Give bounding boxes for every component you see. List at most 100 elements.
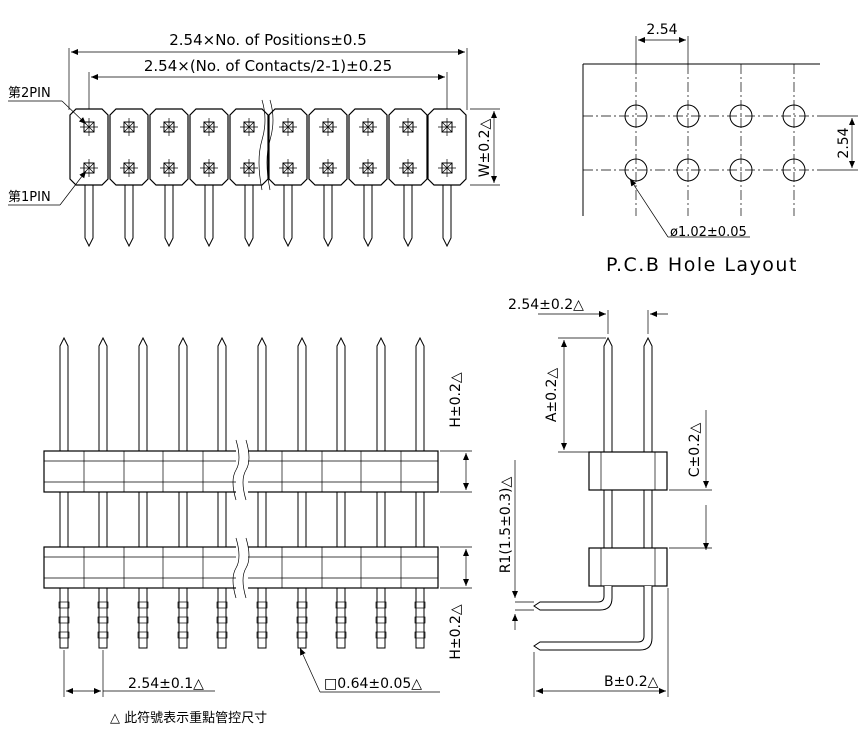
pin-cross-section	[137, 601, 149, 609]
pcb-hole	[676, 104, 700, 128]
front-pin	[59, 336, 69, 452]
pin-cross-section	[375, 601, 387, 609]
a-dim-label: A±0.2△	[544, 368, 560, 423]
hole-leader	[629, 178, 669, 238]
top-housing	[268, 108, 308, 186]
front-pin-tail	[415, 587, 425, 649]
top-pin-tail	[124, 185, 134, 248]
pin-cross-section	[414, 631, 426, 639]
pcb-hole	[782, 158, 806, 182]
top-housing	[388, 108, 428, 186]
pin-cross-section	[414, 601, 426, 609]
pin-cross-section	[97, 601, 109, 609]
pcb-pitch-side-label: 2.54	[836, 127, 852, 158]
control-dimension-note: △ 此符號表示重點管控尺寸	[110, 710, 267, 726]
pin-cross-section	[256, 616, 268, 624]
break-mark	[242, 439, 250, 501]
pin-cross-section	[58, 601, 70, 609]
top-pin-tail	[204, 185, 214, 248]
top-housing	[427, 108, 467, 186]
front-pin-tail	[297, 587, 307, 649]
top-housing	[189, 108, 229, 186]
top-housings	[69, 99, 467, 248]
pcb-holes	[583, 64, 822, 216]
top-housing	[149, 108, 189, 186]
front-view: H±0.2△ H±0.2△ 2.54±0.1△ □0.64±0.05△	[43, 336, 472, 697]
front-pin	[217, 336, 227, 452]
pin-cross-section	[335, 631, 347, 639]
pin-cross-section	[177, 631, 189, 639]
pin-cross-section	[414, 616, 426, 624]
b-dim-label: B±0.2△	[604, 674, 659, 690]
hole-dim-label: ø1.02±0.05	[670, 225, 747, 240]
front-pin-tail	[217, 587, 227, 649]
h-top-label: H±0.2△	[448, 372, 464, 428]
front-pin	[376, 336, 386, 452]
pin1-label: 第1PIN	[8, 190, 51, 205]
front-pin-tail	[178, 587, 188, 649]
pin-cross-section	[375, 616, 387, 624]
positions-dim-label: 2.54×No. of Positions±0.5	[169, 31, 367, 49]
pcb-hole	[729, 104, 753, 128]
top-pin-tail	[164, 185, 174, 248]
break-gap	[236, 546, 248, 592]
front-pin-tail	[98, 587, 108, 649]
front-pin-tail	[59, 587, 69, 649]
h-bottom-label: H±0.2△	[448, 604, 464, 660]
square-pin-leader	[299, 647, 321, 693]
front-pin-tail	[138, 587, 148, 649]
c-dim-label: C±0.2△	[687, 423, 703, 478]
side-lower-housing	[588, 547, 668, 587]
side-pitch-label: 2.54±0.2△	[508, 297, 584, 313]
pin-cross-section	[335, 601, 347, 609]
side-pin-front	[643, 336, 653, 452]
top-pin-tail	[323, 185, 333, 248]
top-pin-tail	[283, 185, 293, 248]
side-upper-housing	[588, 451, 668, 491]
pin-cross-section	[335, 616, 347, 624]
pcb-pitch-top-label: 2.54	[646, 22, 677, 38]
top-housing	[69, 108, 109, 186]
top-pin-tail	[363, 185, 373, 248]
contacts-dim-label: 2.54×(No. of Contacts/2-1)±0.25	[144, 57, 392, 75]
pin-cross-section	[296, 631, 308, 639]
pin-cross-section	[256, 601, 268, 609]
front-pins	[58, 336, 426, 649]
w-dim-label: W±0.2△	[477, 118, 493, 177]
top-pin-tail	[442, 185, 452, 248]
side-bent-pin-upper	[533, 586, 613, 611]
front-housing-details	[44, 439, 438, 599]
front-pin-tail	[336, 587, 346, 649]
top-pin-tail	[403, 185, 413, 248]
front-pin	[98, 336, 108, 452]
pcb-hole-layout: 2.54 2.54 ø1.02±0.05 P.C.B Hole Layout	[582, 22, 858, 276]
front-pin	[336, 336, 346, 452]
pin-cross-section	[296, 616, 308, 624]
pcb-hole	[676, 158, 700, 182]
pin-cross-section	[177, 601, 189, 609]
front-pin	[178, 336, 188, 452]
pcb-hole	[729, 158, 753, 182]
pin-cross-section	[137, 616, 149, 624]
pin-cross-section	[216, 631, 228, 639]
pin1-leader	[59, 170, 87, 206]
front-pin-tail	[257, 587, 267, 649]
pin-cross-section	[177, 616, 189, 624]
top-view: 2.54×No. of Positions±0.5 2.54×(No. of C…	[8, 31, 500, 248]
pin-cross-section	[97, 616, 109, 624]
pin-cross-section	[58, 631, 70, 639]
pcb-title: P.C.B Hole Layout	[606, 254, 798, 276]
top-housing	[109, 108, 149, 186]
pcb-hole	[624, 104, 648, 128]
pcb-hole	[782, 104, 806, 128]
pin2-leader	[61, 100, 87, 125]
pin2-label: 第2PIN	[8, 86, 51, 101]
pin-cross-section	[256, 631, 268, 639]
top-housing	[348, 108, 388, 186]
break-gap	[236, 448, 248, 494]
break-mark	[232, 439, 240, 501]
pin-cross-section	[375, 631, 387, 639]
break-mark	[232, 537, 240, 599]
side-bent-pin-lower	[533, 586, 653, 651]
